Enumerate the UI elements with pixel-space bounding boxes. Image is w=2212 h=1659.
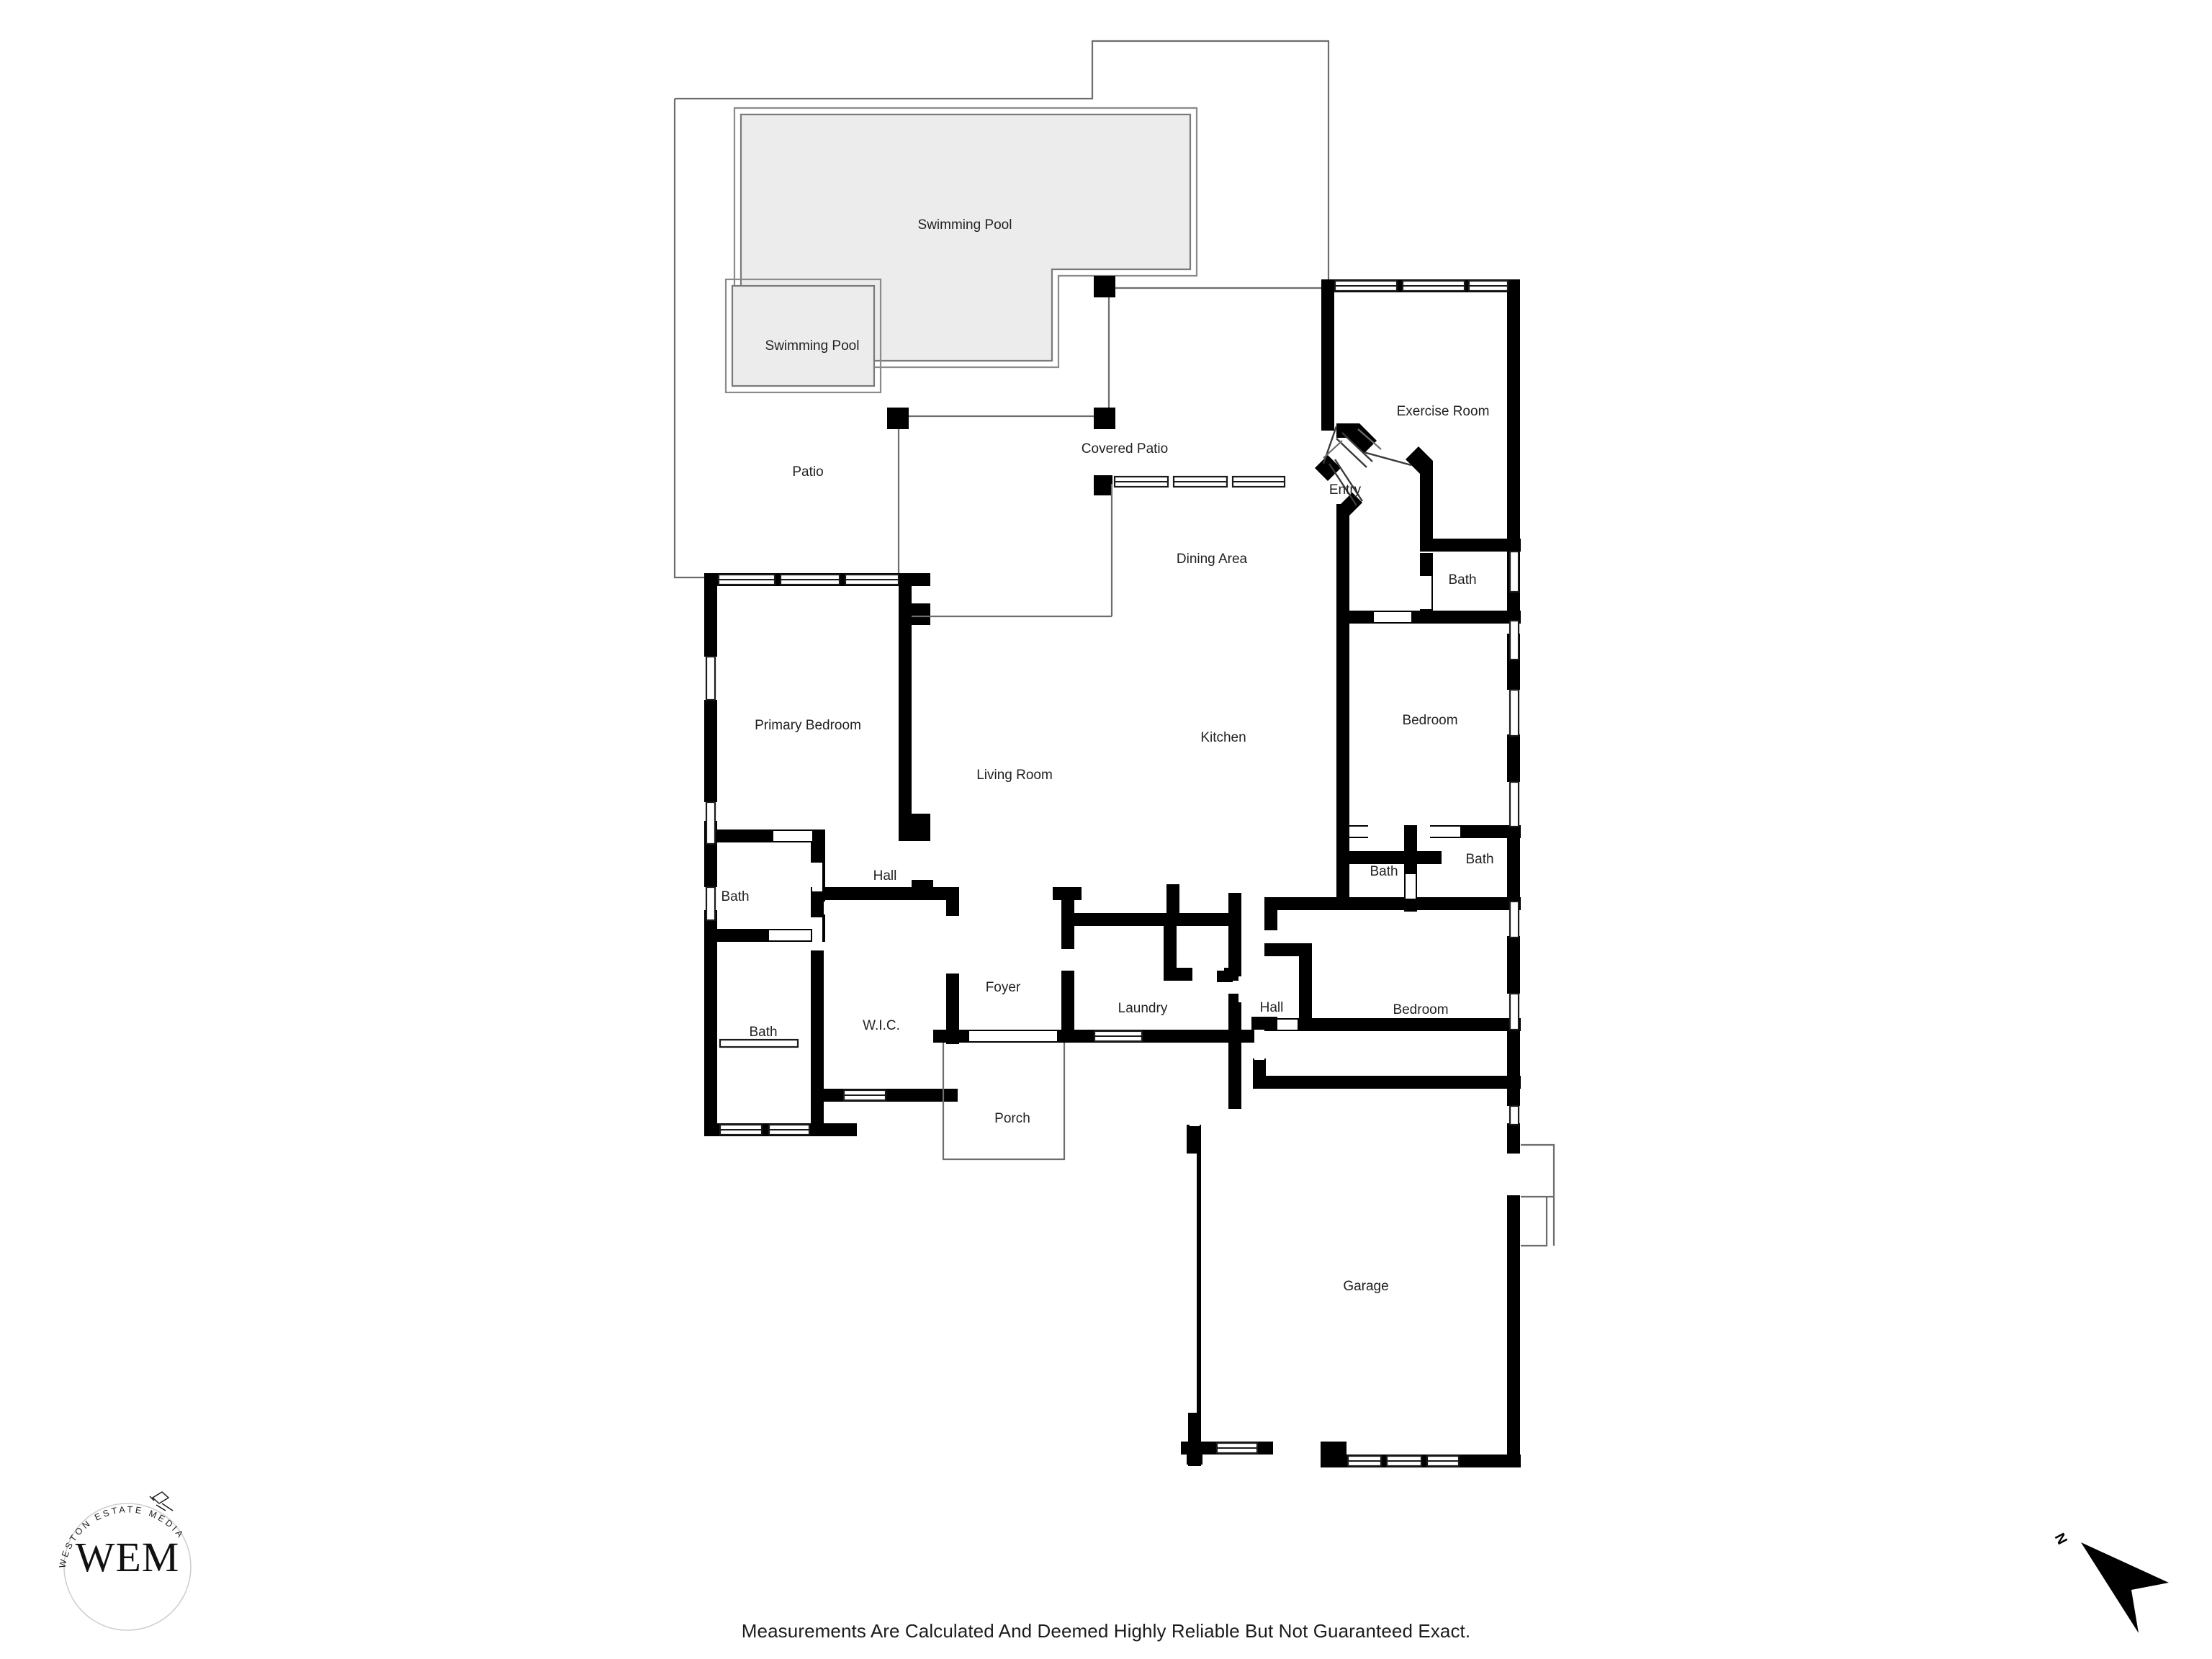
room-label-porch: Porch xyxy=(994,1111,1030,1126)
room-label-primary-bedroom: Primary Bedroom xyxy=(755,718,861,733)
compass-north-label: N xyxy=(2052,1530,2071,1547)
room-label-foyer: Foyer xyxy=(986,980,1021,995)
windows-and-doors xyxy=(705,279,1520,1467)
room-label-bath-middle-left: Bath xyxy=(1370,864,1398,879)
room-label-bath-middle-right: Bath xyxy=(1465,852,1493,867)
room-label-bedroom-upper-right: Bedroom xyxy=(1402,713,1457,728)
room-label-bath-lower-left: Bath xyxy=(749,1025,777,1040)
room-labels: Swimming Pool Swimming Pool Patio Covere… xyxy=(721,217,1493,1294)
room-label-bath-upper-left: Bath xyxy=(721,889,749,904)
weston-estate-media-logo: WESTON ESTATE MEDIA WEM xyxy=(57,1491,192,1631)
room-label-hall-right: Hall xyxy=(1260,1000,1284,1015)
swimming-pool-small-shape xyxy=(724,278,882,394)
room-label-bedroom-lower-right: Bedroom xyxy=(1393,1002,1448,1017)
room-label-dining-area: Dining Area xyxy=(1177,552,1248,567)
logo-camera-icon xyxy=(149,1491,174,1511)
room-label-wic: W.I.C. xyxy=(863,1018,900,1033)
house-exterior-walls xyxy=(704,279,1521,1467)
room-label-hall-left: Hall xyxy=(873,868,897,884)
room-label-garage: Garage xyxy=(1343,1279,1388,1294)
north-arrow-icon: N xyxy=(2052,1530,2169,1633)
room-label-patio: Patio xyxy=(792,464,823,480)
room-label-exercise-room: Exercise Room xyxy=(1397,404,1490,419)
room-label-covered-patio: Covered Patio xyxy=(1082,441,1168,457)
room-label-living-room: Living Room xyxy=(976,768,1053,783)
room-label-bath-entry: Bath xyxy=(1448,572,1476,588)
room-label-laundry: Laundry xyxy=(1118,1001,1168,1016)
logo-wordmark: WEM xyxy=(76,1534,180,1581)
logo-circle xyxy=(63,1503,192,1631)
room-label-swimming-pool-large: Swimming Pool xyxy=(918,217,1012,233)
measurement-disclaimer: Measurements Are Calculated And Deemed H… xyxy=(741,1620,1471,1642)
room-label-kitchen: Kitchen xyxy=(1200,730,1246,745)
room-label-swimming-pool-small: Swimming Pool xyxy=(765,338,860,354)
house-interior-walls xyxy=(704,423,1521,1136)
porch-and-garage-outline xyxy=(942,1043,1555,1247)
compass-needle xyxy=(2081,1542,2169,1633)
covered-patio-pillars xyxy=(887,276,1115,495)
room-label-entry: Entry xyxy=(1329,482,1362,498)
